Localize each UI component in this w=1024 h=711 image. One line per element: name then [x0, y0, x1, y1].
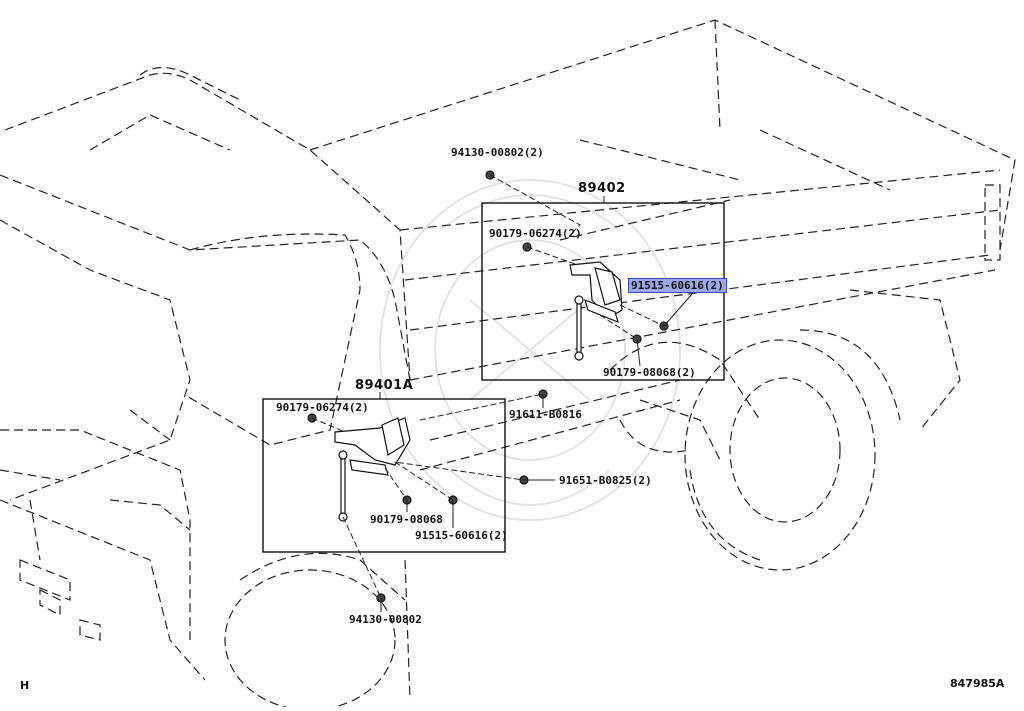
box-89401A — [262, 398, 506, 553]
group-label-89401A: 89401A — [355, 378, 414, 393]
callout-90179-06274-lower[interactable]: 90179-06274(2) — [276, 401, 369, 414]
height-sensor-lower — [334, 417, 411, 522]
callout-94130-00802-lower[interactable]: 94130-00802 — [349, 613, 422, 626]
corner-code-left: H — [20, 679, 30, 692]
watermark-emblem — [379, 179, 681, 521]
group-label-89402: 89402 — [578, 181, 626, 196]
callout-91515-60616-highlighted[interactable]: 91515-60616(2) — [628, 278, 727, 293]
illustration-number: 847985A — [950, 677, 1005, 690]
rear-wheel-outline — [419, 289, 961, 571]
callout-90179-08068-lower[interactable]: 90179-08068 — [370, 513, 443, 526]
callout-94130-00802-upper[interactable]: 94130-00802(2) — [451, 146, 544, 159]
cab-outline — [0, 66, 411, 681]
front-wheel-outline — [224, 552, 411, 711]
callout-90179-08068-upper[interactable]: 90179-08068(2) — [603, 366, 696, 379]
callout-91651-B0825[interactable]: 91651-B0825(2) — [559, 474, 652, 487]
callout-90179-06274-upper[interactable]: 90179-06274(2) — [489, 227, 582, 240]
height-sensor-upper — [569, 261, 623, 361]
callout-91611-B0816[interactable]: 91611-B0816 — [509, 408, 582, 421]
cargo-bed-outline — [309, 19, 1016, 381]
callout-91515-60616-lower[interactable]: 91515-60616(2) — [415, 529, 508, 542]
